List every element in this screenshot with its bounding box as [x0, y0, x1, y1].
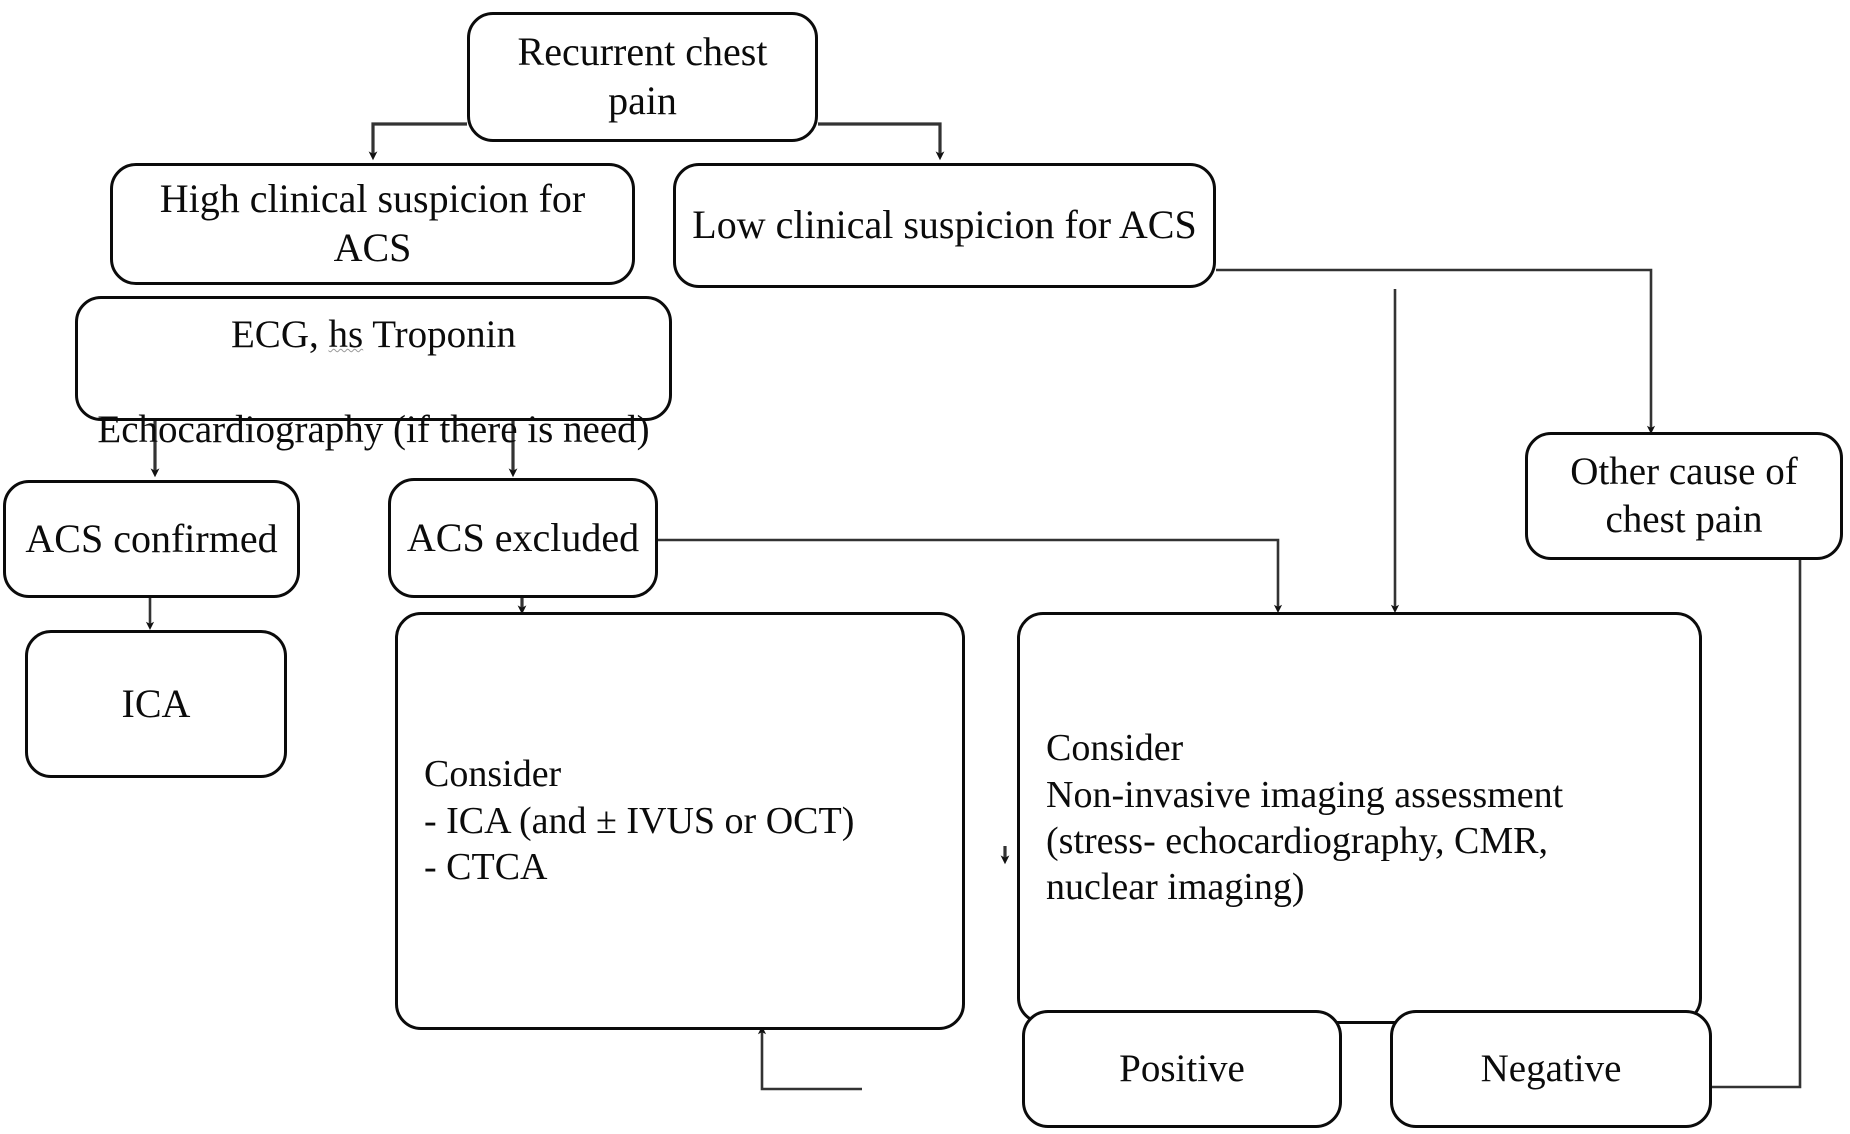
node-label: Negative	[1480, 1047, 1622, 1091]
node-label: Low clinical suspicion for ACS	[692, 202, 1197, 248]
node-other-cause-of-chest-pain[interactable]: Other cause of chest pain	[1525, 432, 1843, 560]
node-positive[interactable]: Positive	[1022, 1010, 1342, 1128]
edge-low-to-othercause	[1216, 268, 1656, 434]
node-consider-invasive[interactable]: Consider - ICA (and ± IVUS or OCT) - CTC…	[395, 612, 965, 1030]
edge-chestpain-to-high	[368, 122, 467, 161]
node-label: Other cause of chest pain	[1570, 450, 1798, 541]
node-acs-confirmed[interactable]: ACS confirmed	[3, 480, 300, 598]
edge-excluded-to-noninvasive	[658, 538, 1283, 613]
node-label: ECG, hs Troponin Echocardiography (if th…	[83, 263, 663, 453]
node-ica[interactable]: ICA	[25, 630, 287, 778]
workup-line1-pre: ECG,	[230, 312, 329, 356]
node-label: Recurrent chest pain	[517, 29, 768, 123]
node-label: ACS confirmed	[25, 515, 278, 561]
node-ecg-troponin-echo[interactable]: ECG, hs Troponin Echocardiography (if th…	[75, 296, 672, 451]
node-label: High clinical suspicion for ACS	[159, 176, 586, 270]
workup-line2: Echocardiography (if there is need)	[97, 408, 650, 452]
workup-line1-post: Troponin	[363, 312, 516, 356]
node-label: Positive	[1119, 1047, 1245, 1091]
node-label: Consider - ICA (and ± IVUS or OCT) - CTC…	[424, 753, 855, 889]
node-label: ACS excluded	[406, 514, 640, 560]
node-acs-excluded[interactable]: ACS excluded	[388, 478, 658, 598]
node-low-clinical-suspicion[interactable]: Low clinical suspicion for ACS	[673, 163, 1216, 288]
node-label: ICA	[121, 680, 191, 726]
node-high-clinical-suspicion[interactable]: High clinical suspicion for ACS	[110, 163, 635, 285]
edge-positive-to-invasive	[757, 1026, 862, 1091]
node-recurrent-chest-pain[interactable]: Recurrent chest pain	[467, 12, 818, 142]
workup-line1-spell: hs	[328, 312, 364, 356]
node-negative[interactable]: Negative	[1390, 1010, 1712, 1128]
node-consider-noninvasive[interactable]: Consider Non-invasive imaging assessment…	[1017, 612, 1702, 1024]
edge-chestpain-to-low	[818, 122, 945, 161]
node-label: Consider Non-invasive imaging assessment…	[1046, 727, 1564, 909]
